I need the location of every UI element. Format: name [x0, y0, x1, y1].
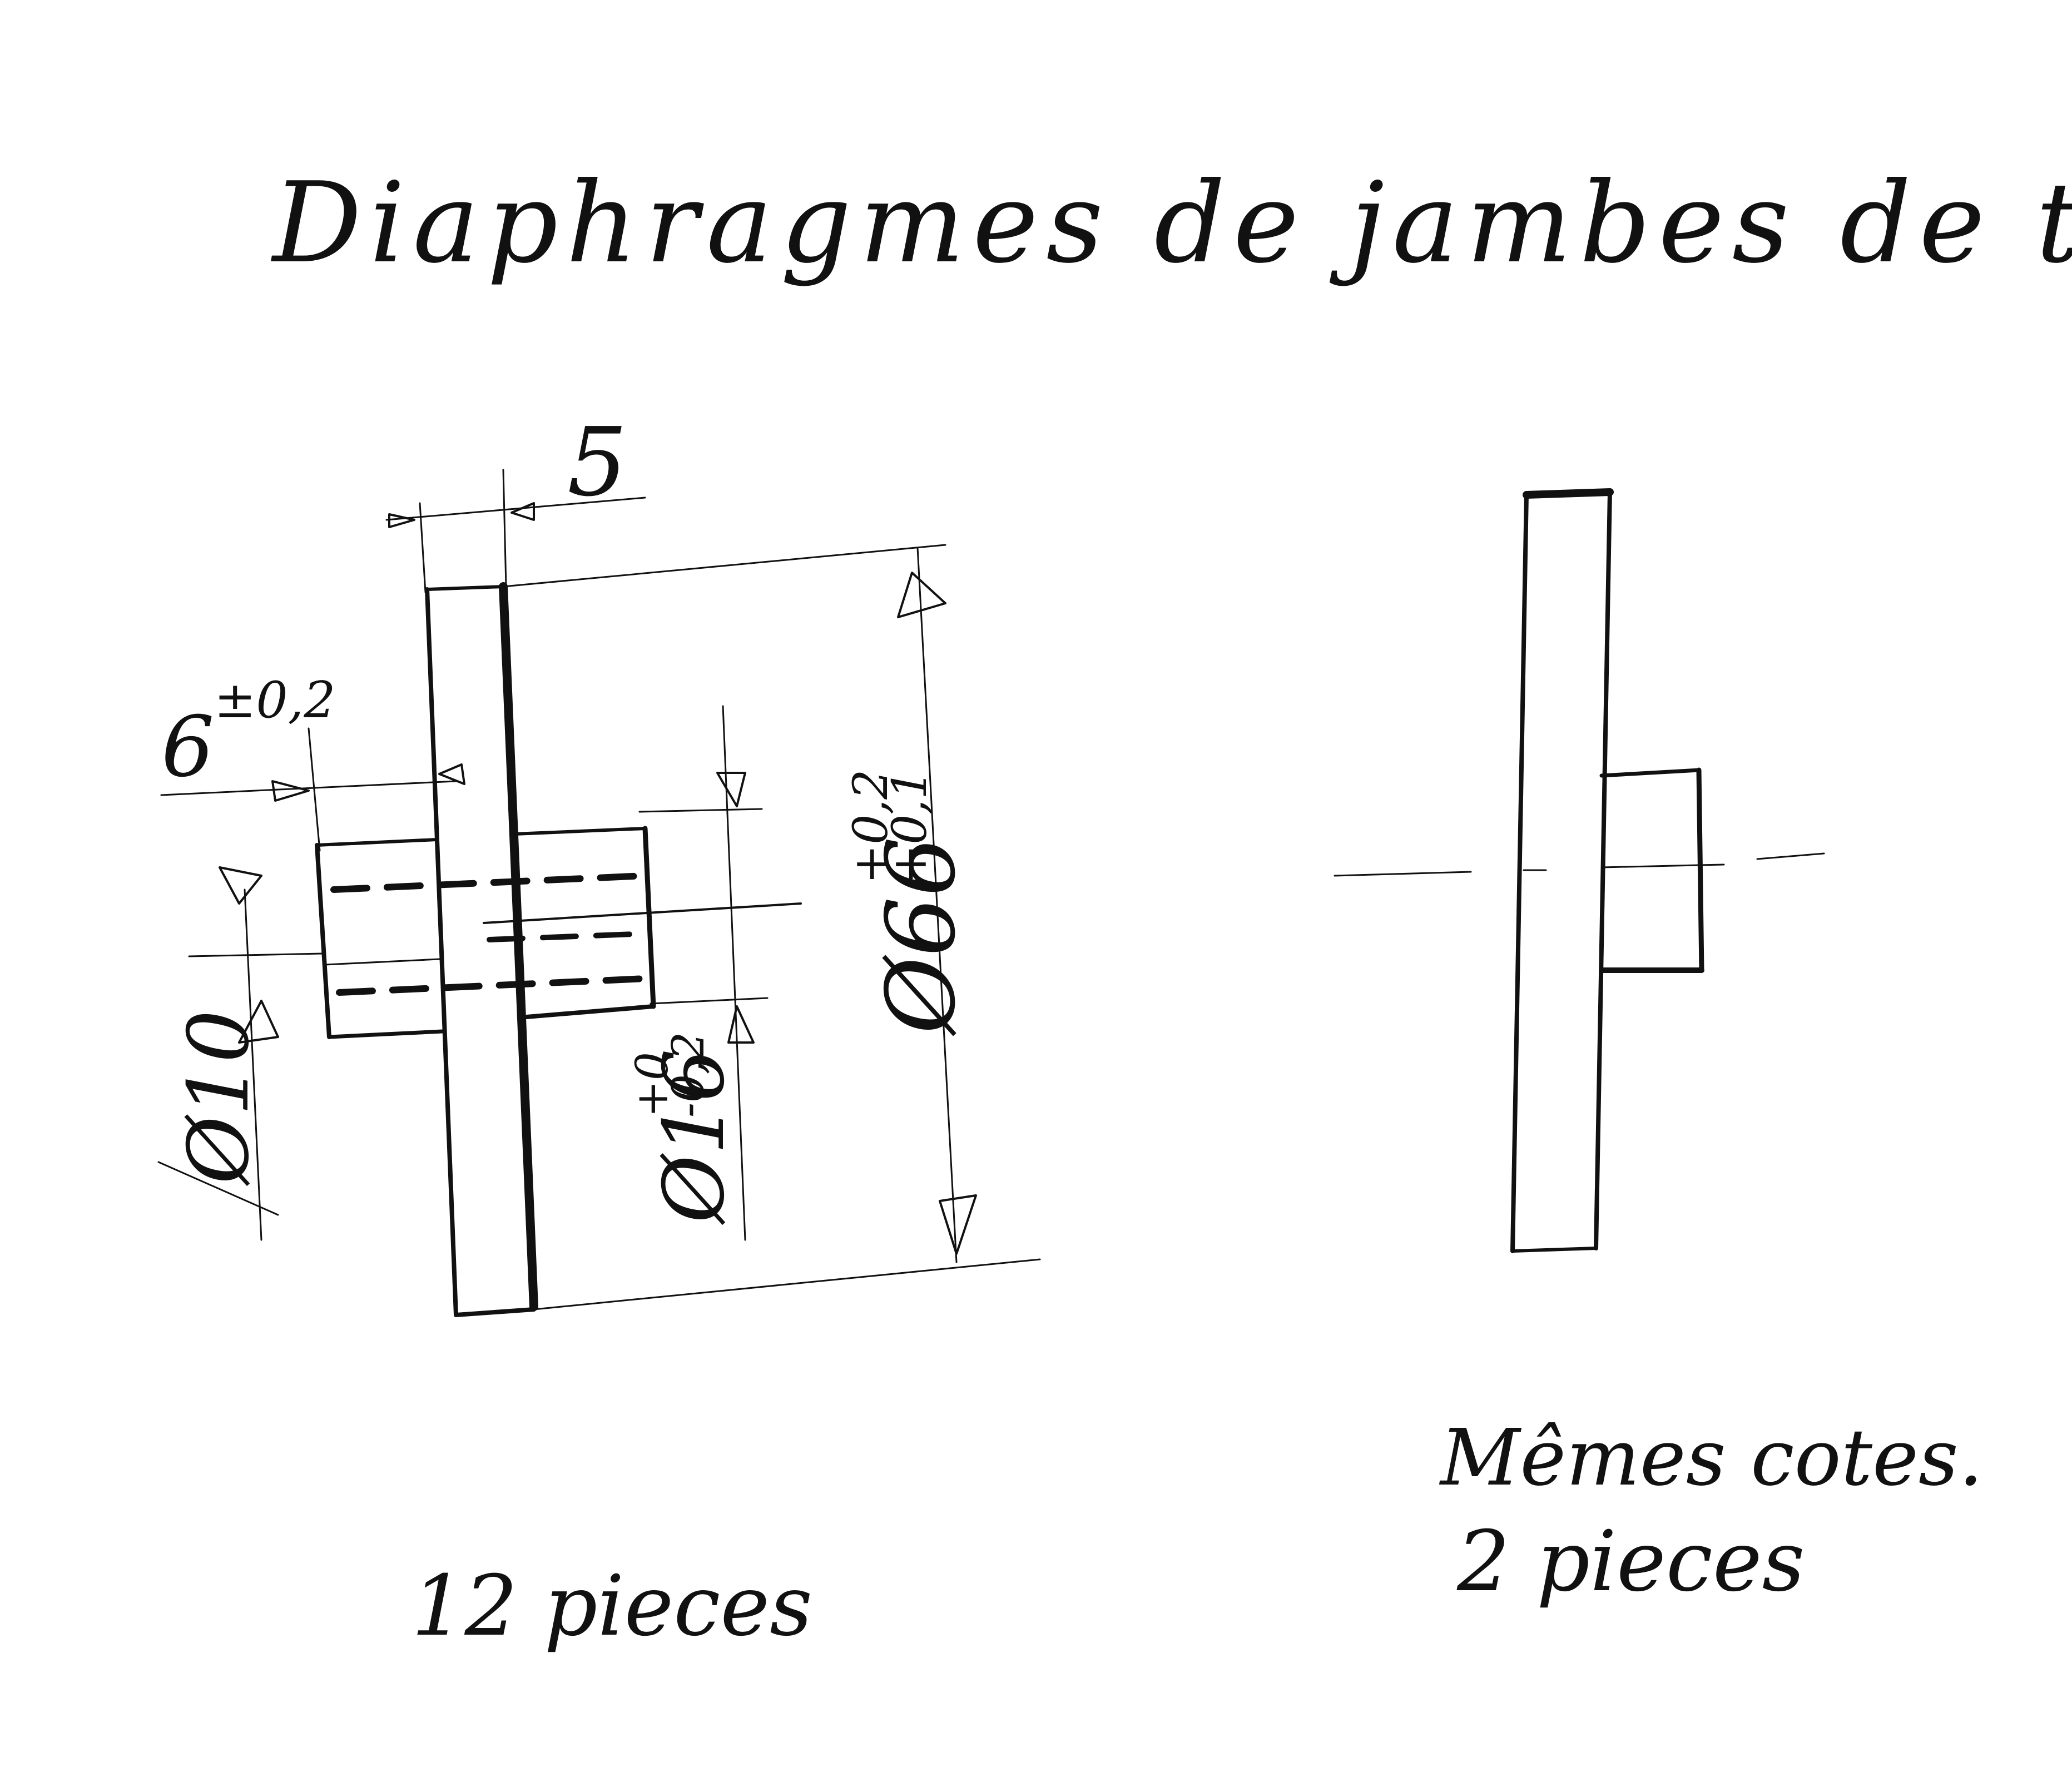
dim-outer-diameter-tol-upper: +0,2	[844, 770, 899, 884]
right-part-view: Mêmes cotes. 2 pieces	[1334, 488, 1983, 1610]
right-boss-outline	[1599, 767, 1704, 973]
dim-outer-diameter-label: Ø66	[866, 836, 976, 1036]
dim-bore	[157, 866, 279, 1241]
left-boss-left	[315, 838, 444, 1039]
dim-thickness	[385, 469, 646, 593]
left-center-line-left	[188, 952, 324, 957]
dim-boss-length	[160, 727, 465, 852]
right-note-label: Mêmes cotes.	[1439, 1413, 1983, 1503]
left-part-view: 5 6 ±0,2 Ø10 Ø16 +0 -0,2	[157, 408, 1041, 1655]
left-hidden-bore-lines	[330, 872, 648, 996]
left-quantity-label: 12 pieces	[412, 1558, 812, 1655]
right-disc-outline	[1510, 488, 1614, 1253]
dim-outer-diameter	[897, 547, 977, 1263]
dim-boss-diameter-label: Ø16	[646, 1049, 743, 1225]
left-boss-right	[513, 826, 656, 1020]
dim-thickness-label: 5	[567, 408, 627, 518]
drawing-title: Diaphragmes de jambes de train	[270, 158, 2072, 288]
dim-bore-label: Ø10	[171, 1010, 267, 1187]
right-center-line	[1334, 852, 1825, 877]
dim-boss-diameter	[638, 705, 769, 1241]
left-center-line	[483, 902, 802, 924]
dim-boss-diameter-tol-upper: +0	[626, 1052, 678, 1118]
dim-boss-length-label: 6	[161, 699, 214, 796]
dim-boss-length-tolerance: ±0,2	[214, 671, 336, 729]
left-disc-outline	[425, 544, 1041, 1317]
dim-outer-diameter-tol-lower: +0,1	[883, 770, 938, 884]
right-quantity-label: 2 pieces	[1456, 1513, 1805, 1610]
dim-boss-diameter-tol-lower: -0,2	[662, 1032, 714, 1118]
